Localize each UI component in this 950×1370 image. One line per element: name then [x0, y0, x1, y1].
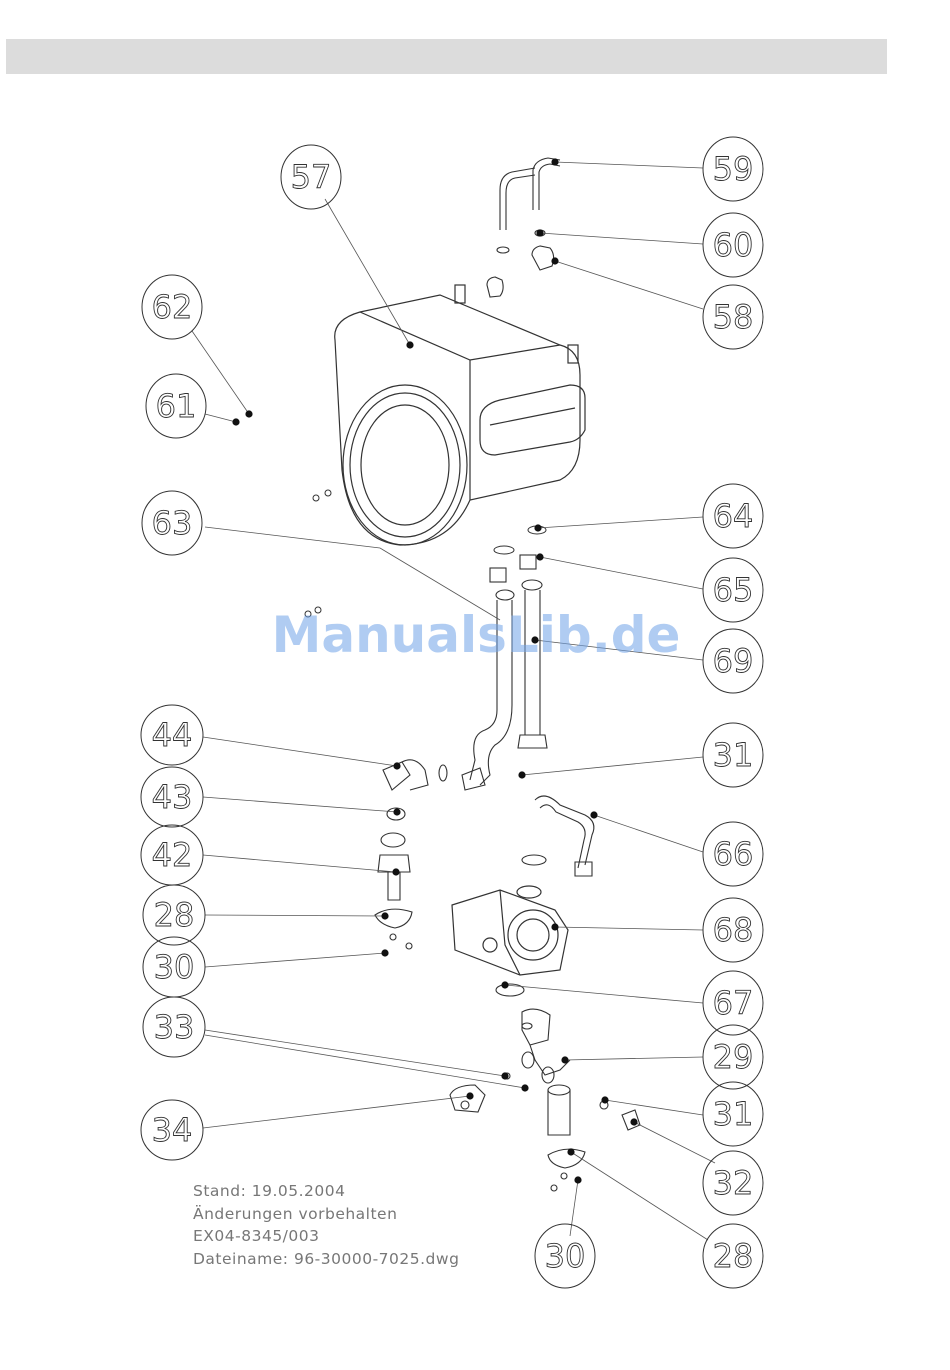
callout-61: 61: [146, 374, 206, 438]
callout-label: 60: [713, 226, 754, 264]
callout-label: 69: [713, 642, 754, 680]
callout-68: 68: [703, 898, 763, 962]
callout-62: 62: [142, 275, 202, 339]
callout-label: 66: [713, 835, 754, 873]
callout-43: 43: [141, 767, 203, 827]
callout-57: 57: [281, 145, 341, 209]
callout-label: 31: [713, 736, 754, 774]
callout-label: 59: [713, 150, 754, 188]
small-fasteners: [305, 490, 546, 617]
document-number: EX04-8345/003: [193, 1225, 459, 1248]
heat-exchanger: [335, 285, 585, 545]
callout-label: 30: [154, 948, 195, 986]
callout-28: 28: [143, 885, 205, 945]
callout-label: 68: [713, 911, 754, 949]
callout-59: 59: [703, 137, 763, 201]
callout-label: 30: [545, 1237, 586, 1275]
callout-label: 33: [154, 1008, 195, 1046]
callout-label: 63: [152, 504, 193, 542]
callout-label: 57: [291, 158, 332, 196]
callout-label: 61: [156, 387, 197, 425]
callout-label: 28: [713, 1237, 754, 1275]
callout-65: 65: [703, 558, 763, 622]
file-name: Dateiname: 96-30000-7025.dwg: [193, 1248, 459, 1271]
callout-label: 67: [713, 984, 754, 1022]
callout-34: 34: [141, 1100, 203, 1160]
callout-label: 43: [152, 778, 193, 816]
callout-32: 32: [703, 1151, 763, 1215]
callout-label: 44: [152, 716, 193, 754]
callout-64: 64: [703, 484, 763, 548]
callout-33: 33: [143, 997, 205, 1057]
leader-dots: [232, 158, 637, 1183]
callout-label: 64: [713, 497, 754, 535]
callout-label: 31: [713, 1095, 754, 1133]
callout-label: 65: [713, 571, 754, 609]
callout-66: 66: [703, 822, 763, 886]
callout-42: 42: [141, 825, 203, 885]
callout-44: 44: [141, 705, 203, 765]
watermark-text: ManualsLib.de: [272, 606, 681, 664]
left-side-fittings: [375, 760, 447, 949]
circulation-pump: [452, 886, 568, 975]
callouts: 57 59 60 58 62 61 63 64 65 69 44 31 43 4…: [141, 137, 763, 1288]
callout-label: 29: [713, 1038, 754, 1076]
stand-date: Stand: 19.05.2004: [193, 1180, 459, 1203]
callout-58: 58: [703, 285, 763, 349]
leader-lines: [192, 162, 715, 1240]
lower-pump-fittings: [450, 984, 640, 1191]
callout-63: 63: [142, 491, 202, 555]
callout-31: 31: [703, 723, 763, 787]
callout-30b: 30: [535, 1224, 595, 1288]
callout-label: 42: [152, 836, 193, 874]
callout-31b: 31: [703, 1082, 763, 1146]
callout-69: 69: [703, 629, 763, 693]
drawing-info-block: Stand: 19.05.2004 Änderungen vorbehalten…: [193, 1180, 459, 1270]
bypass-pipe: [522, 796, 594, 876]
top-pipe-parts: [487, 158, 560, 297]
callout-28b: 28: [703, 1224, 763, 1288]
callout-label: 62: [152, 288, 193, 326]
flow-return-pipes: [462, 555, 547, 790]
callout-label: 58: [713, 298, 754, 336]
callout-30: 30: [143, 937, 205, 997]
callout-label: 32: [713, 1164, 754, 1202]
callout-label: 28: [154, 896, 195, 934]
callout-label: 34: [152, 1111, 193, 1149]
callout-60: 60: [703, 213, 763, 277]
changes-reserved-note: Änderungen vorbehalten: [193, 1203, 459, 1226]
